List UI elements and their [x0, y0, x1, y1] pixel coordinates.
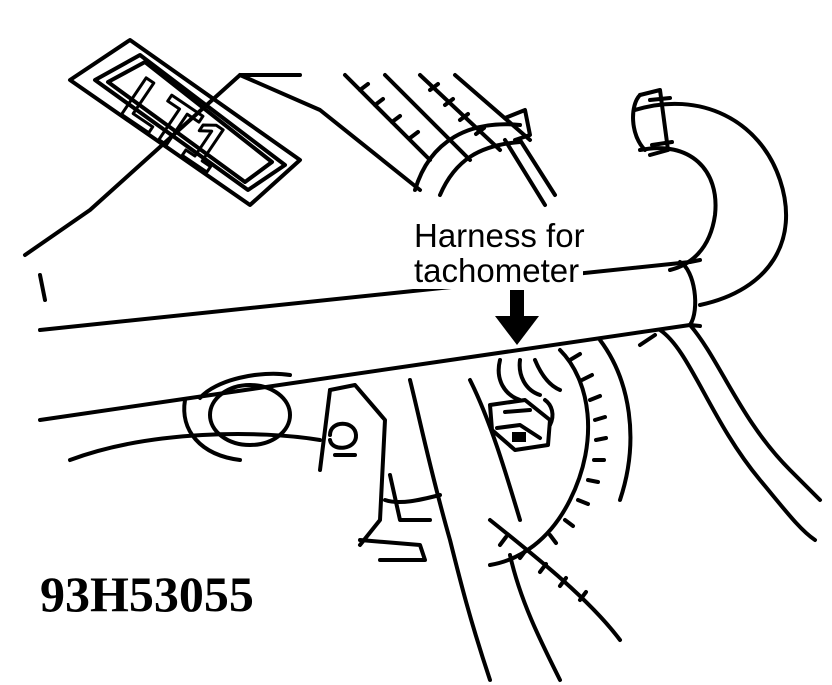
figure-id: 93H53055: [40, 566, 254, 622]
callout-label-line-1: Harness for: [410, 218, 589, 254]
lower-components: [68, 371, 522, 682]
radiator-hose: [631, 88, 822, 542]
upper-hoses: [343, 73, 557, 207]
down-arrow-icon: [495, 290, 539, 345]
hatched-body: [488, 338, 633, 682]
lt1-emblem: LT1: [68, 38, 302, 207]
tachometer-connector: [488, 358, 562, 452]
engine-cover: [23, 73, 422, 302]
callout-label-line-2: tachometer: [410, 253, 584, 289]
